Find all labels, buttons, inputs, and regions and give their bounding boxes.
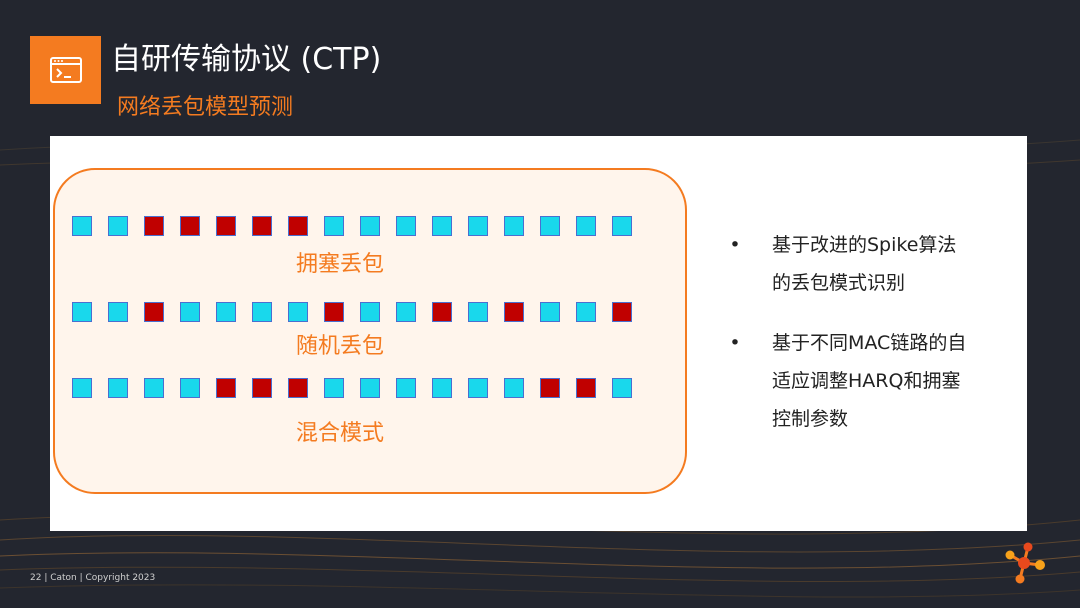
received-packet	[576, 216, 596, 236]
received-packet	[468, 302, 488, 322]
pattern-label-congestion: 拥塞丢包	[295, 252, 384, 277]
received-packet	[360, 378, 380, 398]
received-packet	[612, 378, 632, 398]
received-packet	[180, 302, 200, 322]
bullet-item: • 基于改进的Spike算法 的丢包模式识别	[725, 226, 1015, 302]
title-icon-tile	[30, 36, 101, 104]
bullet-item: • 基于不同MAC链路的自 适应调整HARQ和拥塞 控制参数	[725, 324, 1015, 438]
received-packet	[108, 216, 128, 236]
received-packet	[72, 302, 92, 322]
received-packet	[216, 302, 236, 322]
slide-title: 自研传输协议 (CTP)	[111, 42, 382, 77]
bullet-line: 基于不同MAC链路的自	[772, 332, 967, 354]
slide-subtitle: 网络丢包模型预测	[117, 95, 294, 120]
bullet-line: 的丢包模式识别	[772, 272, 906, 294]
received-packet	[396, 378, 416, 398]
received-packet	[396, 302, 416, 322]
lost-packet	[324, 302, 344, 322]
received-packet	[468, 378, 488, 398]
bullet-marker: •	[729, 332, 741, 354]
pattern-label-random: 随机丢包	[295, 334, 384, 359]
lost-packet	[144, 216, 164, 236]
received-packet	[432, 216, 452, 236]
received-packet	[576, 302, 596, 322]
bullet-line: 控制参数	[772, 408, 849, 430]
received-packet	[324, 378, 344, 398]
lost-packet	[144, 302, 164, 322]
lost-packet	[216, 378, 236, 398]
received-packet	[468, 216, 488, 236]
loss-pattern-box: 拥塞丢包 随机丢包 混合模式	[53, 168, 687, 494]
caton-logo-icon	[1005, 542, 1045, 584]
lost-packet	[288, 378, 308, 398]
received-packet	[180, 378, 200, 398]
packet-row-mixed	[72, 378, 632, 398]
received-packet	[324, 216, 344, 236]
packet-row-random	[72, 302, 632, 322]
received-packet	[396, 216, 416, 236]
received-packet	[504, 216, 524, 236]
lost-packet	[576, 378, 596, 398]
received-packet	[144, 378, 164, 398]
received-packet	[360, 216, 380, 236]
slide-footer: 22 | Caton | Copyright 2023	[30, 573, 156, 583]
lost-packet	[288, 216, 308, 236]
lost-packet	[216, 216, 236, 236]
received-packet	[252, 302, 272, 322]
pattern-label-mixed: 混合模式	[295, 421, 384, 446]
received-packet	[540, 302, 560, 322]
received-packet	[108, 378, 128, 398]
received-packet	[288, 302, 308, 322]
bullet-marker: •	[729, 234, 741, 256]
received-packet	[108, 302, 128, 322]
lost-packet	[180, 216, 200, 236]
bullet-line: 基于改进的Spike算法	[772, 234, 957, 256]
received-packet	[540, 216, 560, 236]
received-packet	[504, 378, 524, 398]
received-packet	[72, 378, 92, 398]
bullet-list: • 基于改进的Spike算法 的丢包模式识别 • 基于不同MAC链路的自 适应调…	[725, 226, 1015, 438]
bullet-line: 适应调整HARQ和拥塞	[772, 370, 961, 392]
received-packet	[432, 378, 452, 398]
received-packet	[360, 302, 380, 322]
received-packet	[612, 216, 632, 236]
lost-packet	[504, 302, 524, 322]
lost-packet	[252, 216, 272, 236]
received-packet	[72, 216, 92, 236]
lost-packet	[252, 378, 272, 398]
terminal-window-icon	[49, 57, 82, 83]
packet-row-congestion	[72, 216, 632, 236]
lost-packet	[612, 302, 632, 322]
lost-packet	[540, 378, 560, 398]
lost-packet	[432, 302, 452, 322]
content-panel: 拥塞丢包 随机丢包 混合模式 • 基于改进的Spike算法 的丢包模式识别 • …	[50, 136, 1027, 531]
